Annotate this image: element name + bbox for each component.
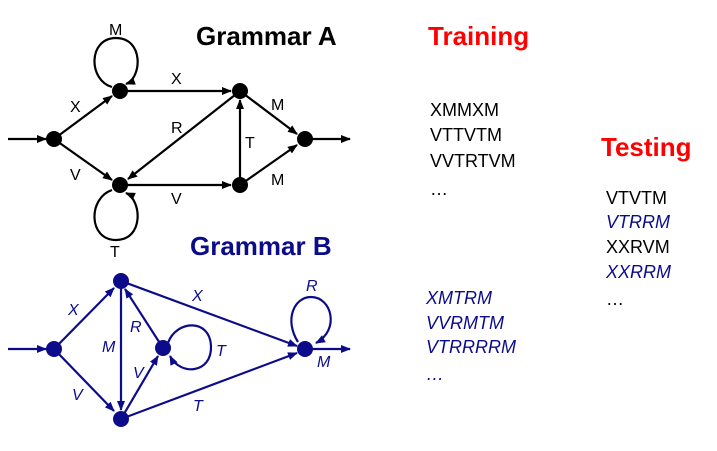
state-node <box>112 83 128 99</box>
edge-label: R <box>130 319 142 336</box>
training-string: XMMXM <box>430 100 499 120</box>
edge-m-lower-exit <box>239 144 298 186</box>
edge-x-in <box>53 287 115 350</box>
edge-t-bottom-exit <box>120 351 298 421</box>
edge-label: M <box>271 97 284 114</box>
testing-title: Testing <box>601 132 692 162</box>
edge-label: T <box>193 398 204 415</box>
edge-label: T <box>245 135 255 152</box>
testing-string: XXRRM <box>606 262 672 282</box>
training-title: Training <box>428 21 530 51</box>
edge-label: X <box>67 302 80 319</box>
testing-string: VTVTM <box>606 188 667 208</box>
state-node <box>46 341 62 357</box>
training-ellipsis: … <box>430 179 448 199</box>
grammar-b-title: Grammar B <box>190 231 332 261</box>
edge-label: V <box>70 167 81 184</box>
training-ellipsis: … <box>426 364 444 384</box>
edge-v-in <box>53 138 113 181</box>
edge-x-top-exit <box>120 279 298 348</box>
edge-x-in <box>53 95 113 140</box>
state-node <box>297 131 313 147</box>
state-node <box>155 340 171 356</box>
edge-label: M <box>317 354 331 371</box>
edge-label: M <box>109 22 122 39</box>
testing-string: XXRVM <box>606 237 670 257</box>
edge-label: T <box>216 343 227 360</box>
testing-ellipsis: … <box>606 289 624 309</box>
edge-m-upper-exit <box>239 90 298 135</box>
grammar-b-graph <box>8 273 351 427</box>
edge-r-mid-top <box>124 288 164 349</box>
edge-label: X <box>70 99 81 116</box>
edge-r-diag <box>127 90 241 180</box>
state-node <box>232 83 248 99</box>
training-string: VVTRTVM <box>430 151 516 171</box>
state-node <box>112 177 128 193</box>
training-string: VTRRRRM <box>426 337 516 357</box>
edge-label: R <box>171 120 183 137</box>
testing-string: VTRRM <box>606 212 670 232</box>
training-string: XMTRM <box>426 288 492 308</box>
state-node <box>232 177 248 193</box>
loop-r <box>290 295 332 344</box>
edge-label: X <box>171 71 182 88</box>
grammar-a-graph <box>8 36 351 242</box>
state-node <box>113 411 129 427</box>
edge-label: T <box>110 244 120 261</box>
edge-label: V <box>72 387 84 404</box>
grammar-a-title: Grammar A <box>196 21 337 51</box>
edge-v-in <box>53 348 115 412</box>
loop-t <box>166 324 213 371</box>
edge-label: X <box>191 288 204 305</box>
loop-m <box>93 36 139 89</box>
edge-label: M <box>102 339 116 356</box>
edge-label: R <box>306 278 318 295</box>
training-string: VVRMTM <box>426 313 504 333</box>
state-node <box>113 273 129 289</box>
edge-label: M <box>271 172 284 189</box>
training-string: VTTVTM <box>430 125 502 145</box>
edge-v-bottom-mid <box>120 355 159 420</box>
edge-label: V <box>171 191 182 208</box>
edge-label: V <box>133 365 145 382</box>
state-node <box>297 341 313 357</box>
loop-t <box>93 188 139 242</box>
state-node <box>46 131 62 147</box>
